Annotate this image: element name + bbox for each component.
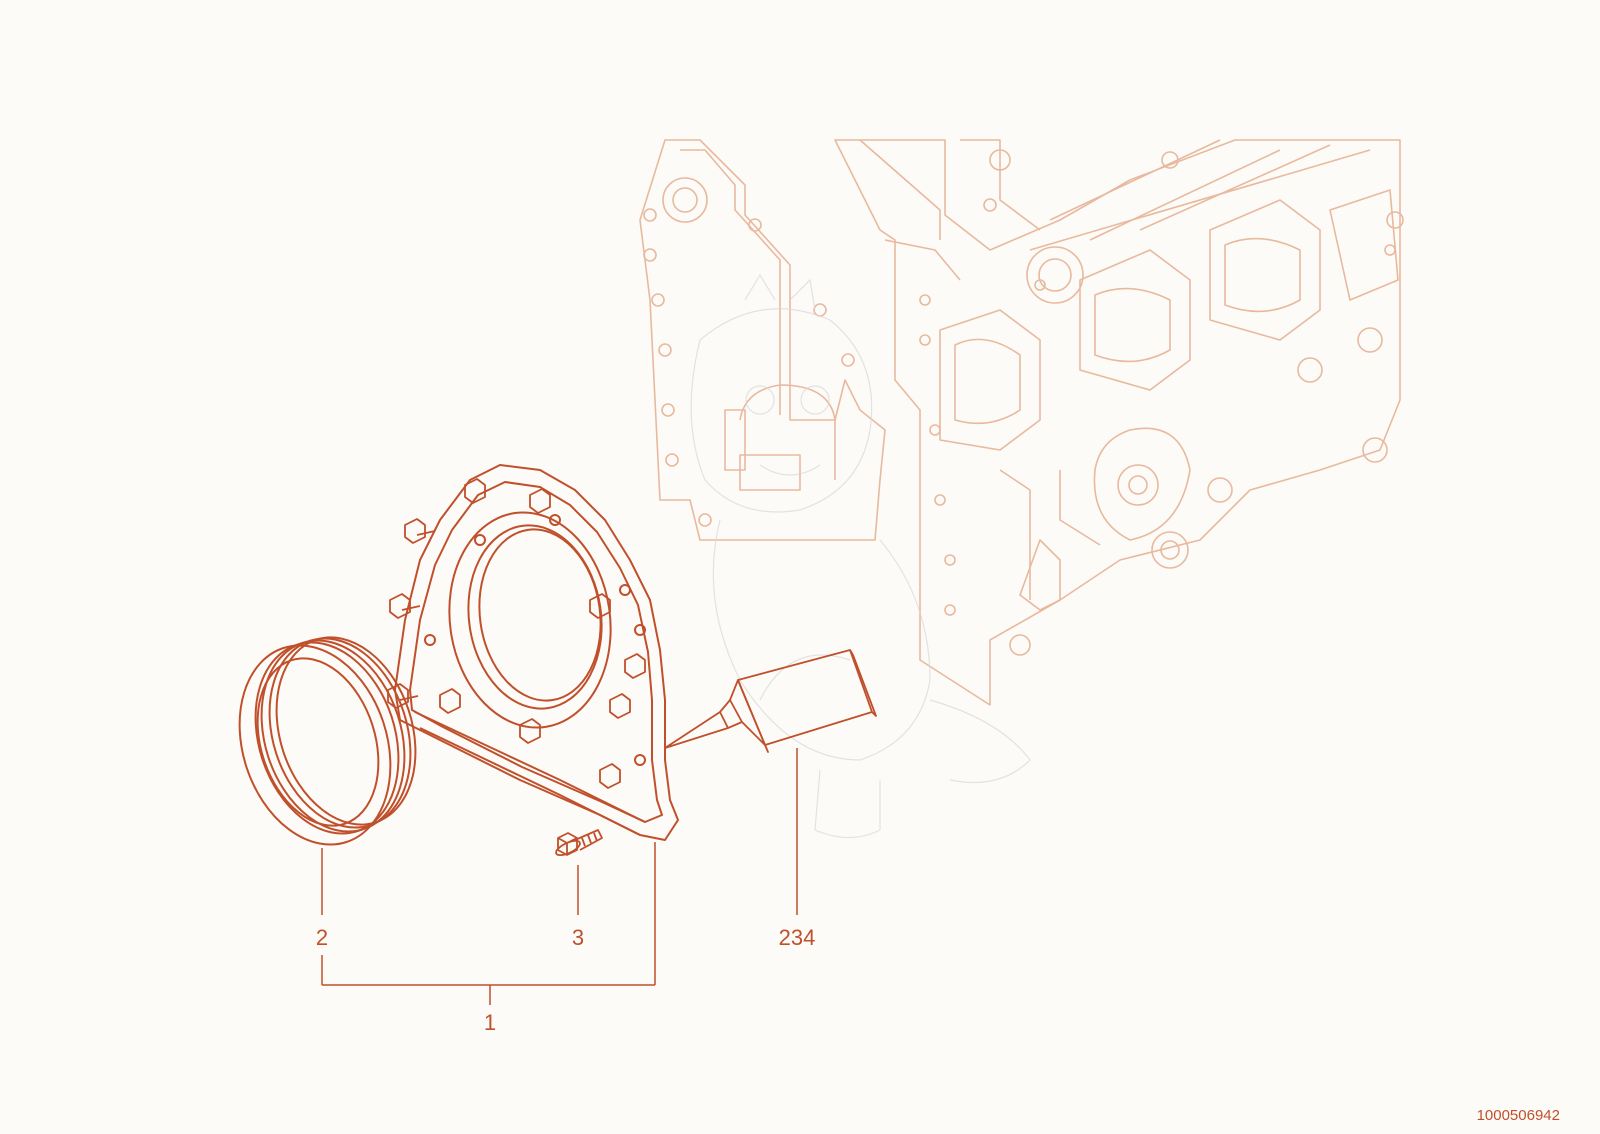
sealant-tube-icon [664,649,877,753]
hex-flange-bolt-icon [555,829,603,857]
callout-label-2: 2 [316,925,328,950]
dragon-watermark-icon [690,273,1031,839]
callout-label-3: 3 [572,925,584,950]
leader-lines [321,748,798,1005]
callout-label-234: 234 [779,925,816,950]
group-bracket [322,984,655,1005]
callout-label-1: 1 [484,1010,496,1035]
rear-seal-carrier-icon [387,464,679,841]
shaft-seal-ring-icon [238,636,417,846]
engine-block-icon [639,139,1404,706]
reference-number: 1000506942 [1477,1107,1560,1124]
